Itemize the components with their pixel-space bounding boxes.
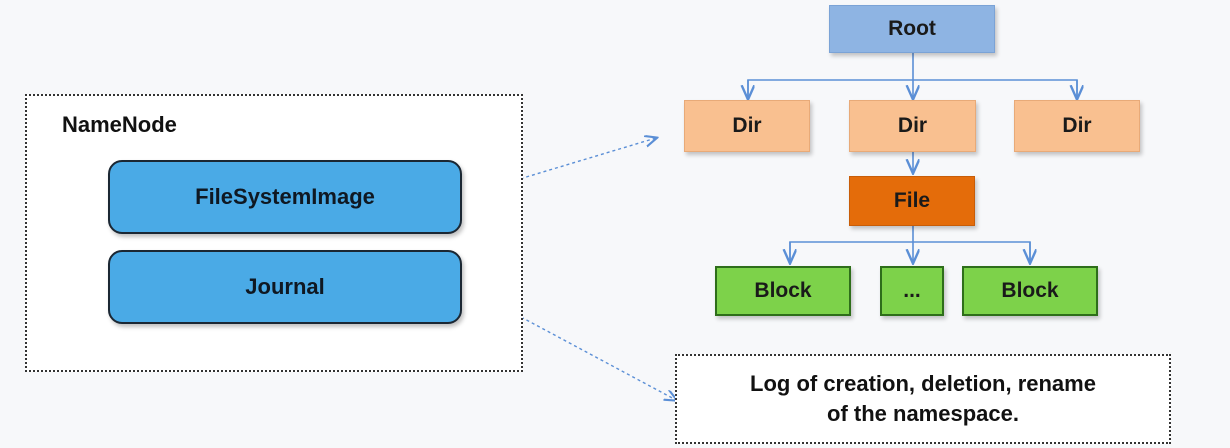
root-node: Root (829, 5, 995, 53)
dir-label: Dir (897, 114, 928, 137)
block-label: Block (754, 279, 812, 302)
file-node: File (849, 176, 975, 226)
dir-label: Dir (732, 114, 762, 137)
block-node: Block (962, 266, 1098, 316)
namenode-title: NameNode (62, 112, 177, 137)
root-connectors (748, 53, 1077, 98)
log-line-1: Log of creation, deletion, rename (750, 371, 1096, 397)
fsimage-label: FileSystemImage (195, 184, 375, 209)
log-line-2: of the namespace. (827, 401, 1019, 426)
file-block-connectors (790, 226, 1030, 262)
dir-node: Dir (1014, 100, 1140, 152)
file-label: File (893, 189, 931, 212)
dir-node: Dir (849, 100, 976, 152)
journal-box: Journal (108, 250, 462, 324)
block-ellipsis-node: ... (880, 266, 944, 316)
fsimage-box: FileSystemImage (108, 160, 462, 234)
dir-node: Dir (684, 100, 810, 152)
journal-log-box: Log of creation, deletion, rename of the… (675, 354, 1171, 444)
dir-label: Dir (1062, 114, 1092, 137)
journal-arrow (462, 285, 676, 400)
block-label: Block (1001, 279, 1059, 302)
root-label: Root (888, 17, 936, 40)
journal-label: Journal (245, 274, 325, 299)
block-ellipsis-label: ... (903, 279, 921, 302)
block-node: Block (715, 266, 851, 316)
